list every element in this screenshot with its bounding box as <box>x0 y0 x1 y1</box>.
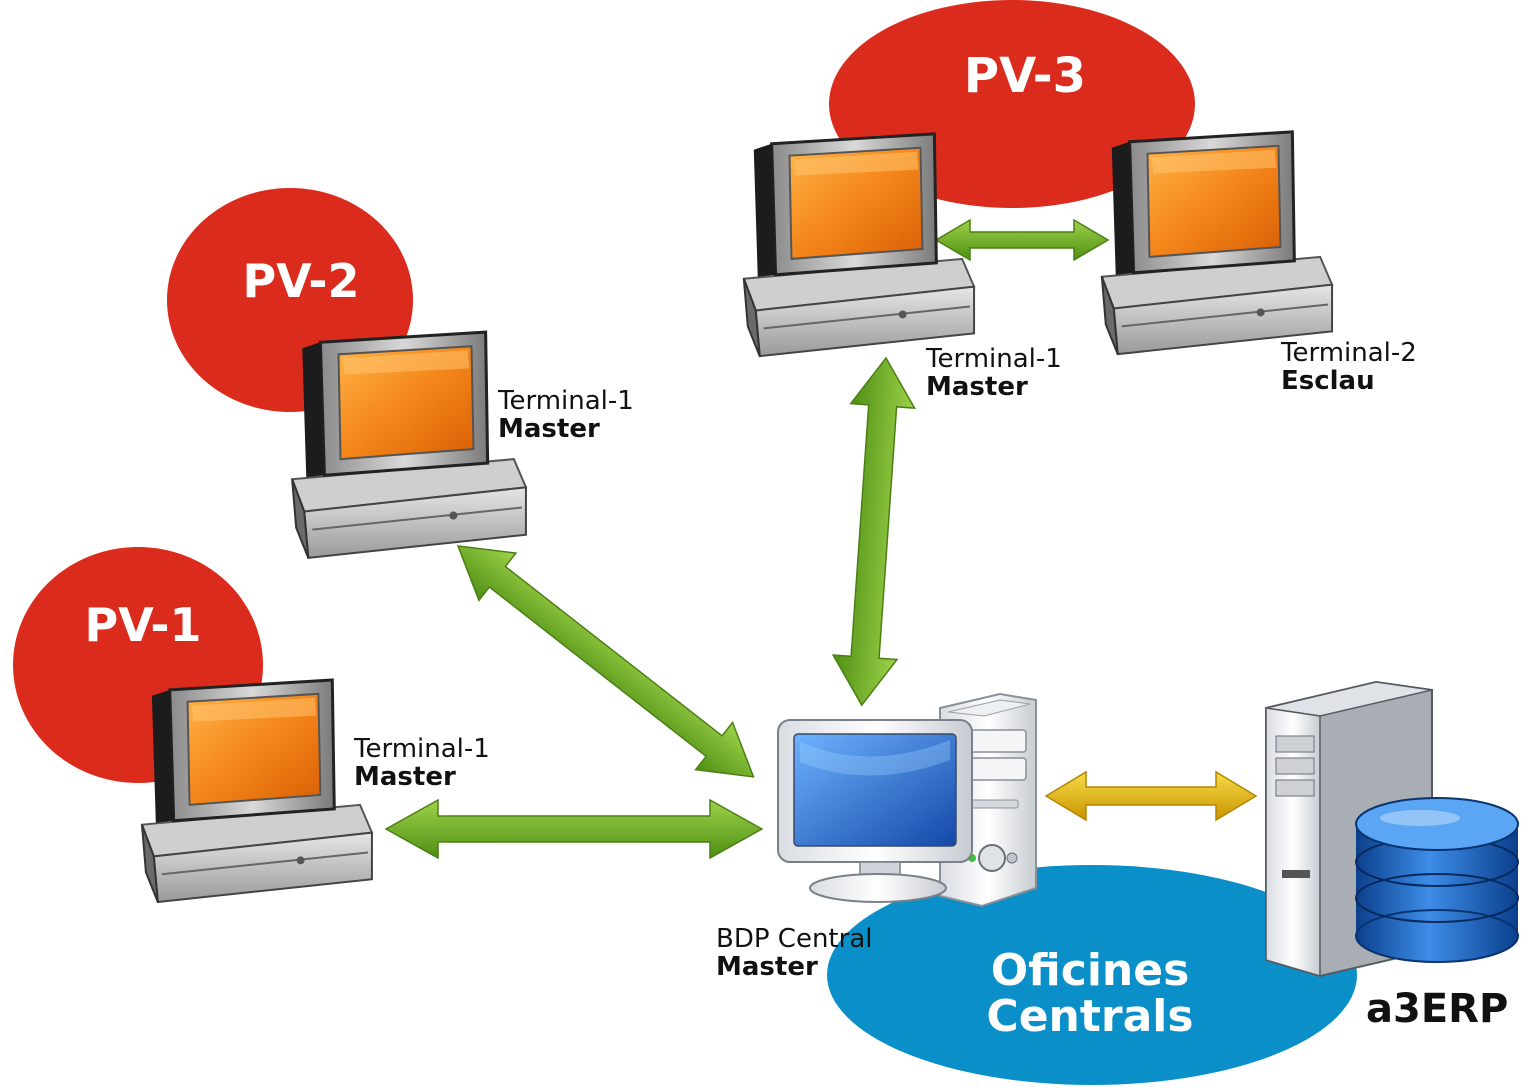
link-pv3-central-arrow <box>831 356 916 707</box>
pv3-terminal-2-computer <box>1100 130 1334 356</box>
pv1-terminal-1-computer <box>140 678 374 904</box>
pv2-site-label: PV-2 <box>242 254 360 308</box>
terminal-name: Terminal-2 <box>1281 338 1417 368</box>
pv3-site-label: PV-3 <box>963 48 1087 104</box>
pv2-terminal-1-computer <box>290 330 528 560</box>
link-pv2-central-arrow <box>456 545 755 778</box>
pv2-terminal-1-label: Terminal-1 Master <box>498 387 634 443</box>
pv1-terminal-1-label: Terminal-1 Master <box>354 735 490 791</box>
terminal-role: Esclau <box>1281 366 1375 396</box>
pv3-terminal-2-label: Terminal-2 Esclau <box>1281 339 1417 395</box>
terminal-role: Master <box>354 762 456 792</box>
central-server-computer <box>777 692 1037 908</box>
central-name: BDP Central <box>716 924 873 954</box>
terminal-name: Terminal-1 <box>926 344 1062 374</box>
terminal-role: Master <box>926 372 1028 402</box>
central-server-label: BDP Central Master <box>716 925 872 981</box>
central-office-label: Oficines Centrals <box>950 948 1230 1040</box>
database-icon <box>1355 797 1519 963</box>
pv3-terminal-1-label: Terminal-1 Master <box>926 345 1062 401</box>
central-office-line1: Oficines <box>990 945 1190 996</box>
central-office-ellipse <box>827 865 1357 1085</box>
erp-label: a3ERP <box>1366 986 1509 1032</box>
terminal-name: Terminal-1 <box>354 734 490 764</box>
terminal-name: Terminal-1 <box>498 386 634 416</box>
central-role: Master <box>716 952 818 982</box>
link-central-erp-arrow <box>1044 770 1258 822</box>
pv1-site-label: PV-1 <box>84 598 202 652</box>
terminal-role: Master <box>498 414 600 444</box>
link-pv1-central-arrow <box>384 798 764 860</box>
link-pv3-terminals-arrow <box>934 218 1110 262</box>
central-office-line2: Centrals <box>986 991 1194 1042</box>
